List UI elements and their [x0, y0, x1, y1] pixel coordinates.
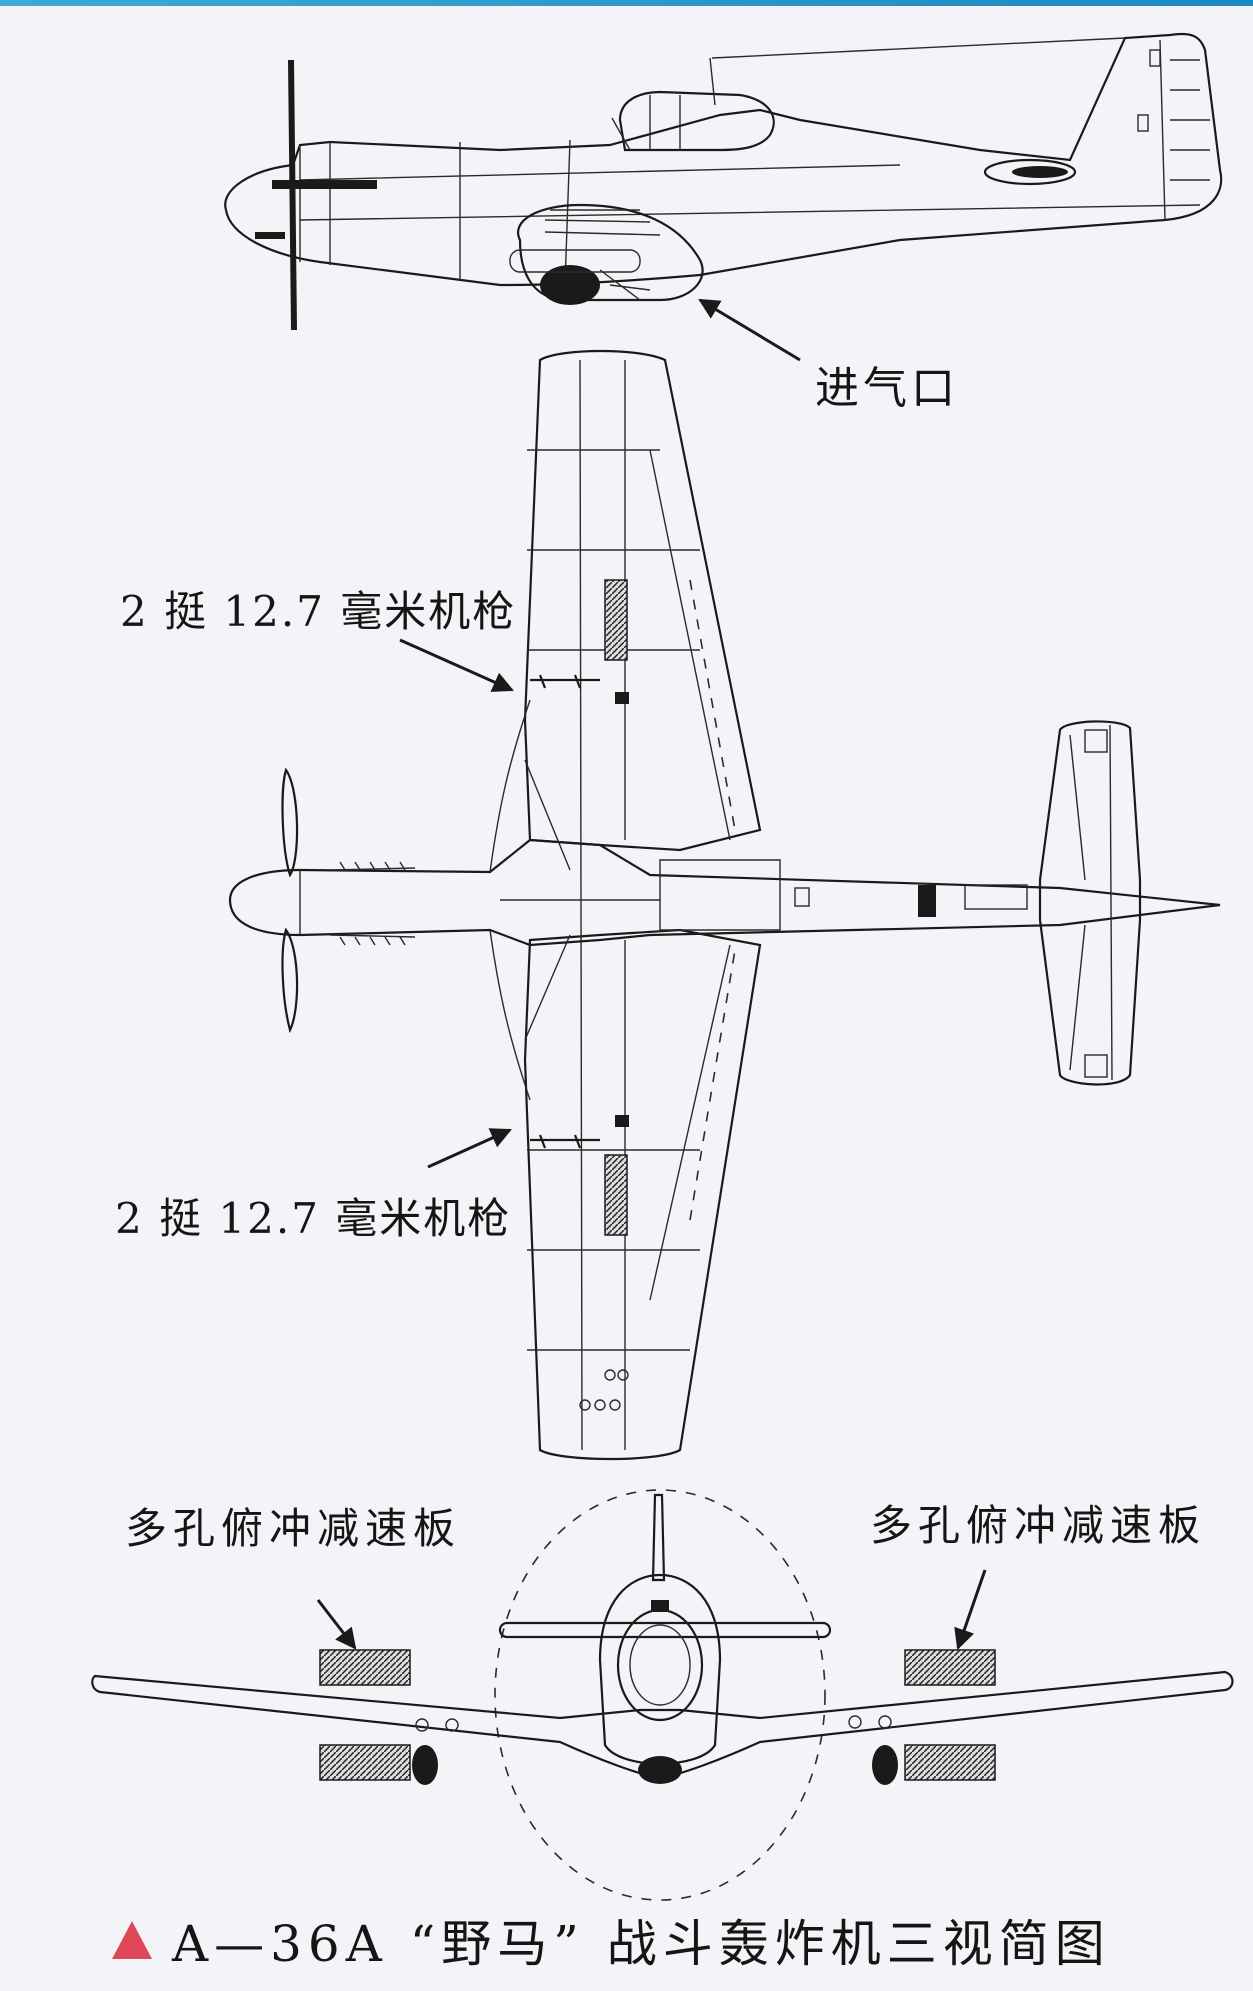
air-intake-label: 进气口 [815, 363, 959, 414]
gun-arrow-lower [427, 1128, 512, 1169]
dive-brake-label-left: 多孔俯冲减速板 [125, 1504, 462, 1553]
dive-brake-label-right: 多孔俯冲减速板 [870, 1501, 1207, 1550]
caption-text: A—36A “野马” 战斗轰炸机三视简图 [172, 1915, 1111, 1973]
figure-caption: A—36A “野马” 战斗轰炸机三视简图 [112, 1905, 1111, 1975]
top-border-strip [0, 0, 1253, 6]
top-view [228, 349, 1221, 1461]
brake-arrow-right [954, 1569, 987, 1650]
machine-gun-label-lower: 2 挺 12.7 毫米机枪 [115, 1194, 512, 1243]
machine-gun-label-upper: 2 挺 12.7 毫米机枪 [120, 587, 517, 636]
intake-arrow [698, 298, 801, 362]
gun-arrow-upper [399, 638, 514, 692]
triangle-marker-icon [112, 1921, 152, 1959]
side-view [224, 32, 1223, 331]
brake-arrow-left [316, 1599, 357, 1650]
front-view [91, 1489, 1234, 1901]
